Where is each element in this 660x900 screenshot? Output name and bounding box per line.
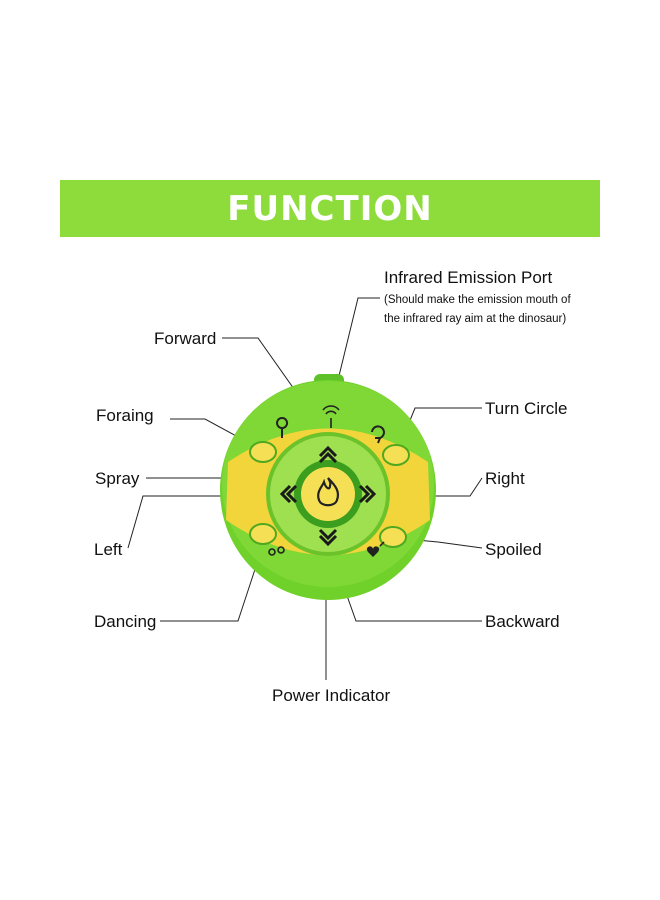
foraing-button <box>249 441 277 463</box>
foraing-icon <box>276 417 289 438</box>
label-infrared-port: Infrared Emission Port <box>384 268 553 287</box>
infrared-icon <box>322 405 340 428</box>
leader-infrared <box>337 297 380 381</box>
forward-arrow-icon <box>318 445 338 464</box>
label-turn-circle: Turn Circle <box>485 399 568 418</box>
label-foraing: Foraing <box>96 406 154 425</box>
label-right: Right <box>485 469 525 488</box>
label-forward: Forward <box>154 329 217 348</box>
spoiled-heart-icon <box>366 546 380 557</box>
banner-title: FUNCTION <box>227 188 433 229</box>
label-dancing: Dancing <box>94 612 157 631</box>
function-banner: FUNCTION <box>60 180 600 237</box>
remote-device <box>220 374 436 600</box>
label-spray: Spray <box>95 469 140 488</box>
label-left: Left <box>94 540 123 559</box>
turn-circle-button <box>382 444 410 466</box>
turn-circle-icon <box>371 425 385 444</box>
right-arrow-icon <box>358 484 377 504</box>
dancing-icon <box>268 548 276 556</box>
leader-dancing <box>160 547 263 622</box>
infrared-note-line1: (Should make the emission mouth of <box>384 294 571 306</box>
label-power-indicator: Power Indicator <box>272 686 391 705</box>
label-spoiled: Spoiled <box>485 540 542 559</box>
spoiled-button <box>379 526 407 548</box>
label-backward: Backward <box>485 612 560 631</box>
infrared-note-line2: the infrared ray aim at the dinosaur) <box>384 313 567 325</box>
backward-arrow-icon <box>318 528 338 547</box>
spray-button <box>301 467 355 521</box>
dancing-button <box>249 523 277 545</box>
left-arrow-icon <box>279 484 298 504</box>
flame-icon <box>317 477 340 507</box>
